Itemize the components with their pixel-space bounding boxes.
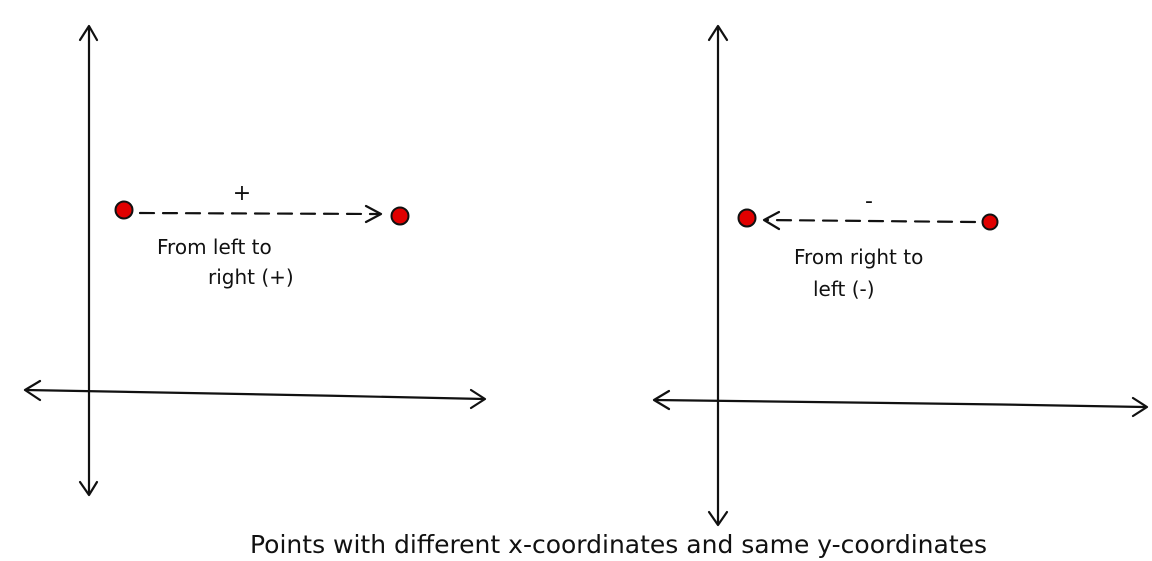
left-panel: + From left to right (+) xyxy=(23,24,487,497)
right-y-axis xyxy=(707,24,729,527)
right-sign-label: - xyxy=(865,189,873,214)
left-caption-line2: right (+) xyxy=(208,265,294,289)
left-y-axis xyxy=(78,24,99,497)
left-caption-line1: From left to xyxy=(157,235,272,259)
left-dashed-arrow xyxy=(138,204,383,224)
left-end-point xyxy=(390,206,410,226)
left-x-axis xyxy=(23,379,487,410)
right-end-point xyxy=(737,208,757,228)
right-caption-line1: From right to xyxy=(794,245,923,269)
footer-caption: Points with different x-coordinates and … xyxy=(250,530,987,559)
right-x-axis xyxy=(652,389,1149,418)
right-caption-line2: left (-) xyxy=(813,277,875,301)
right-dashed-arrow xyxy=(762,210,977,231)
left-start-point xyxy=(114,200,134,220)
right-start-point xyxy=(981,213,999,231)
left-sign-label: + xyxy=(233,181,251,206)
right-panel: - From right to left (-) xyxy=(652,24,1149,527)
